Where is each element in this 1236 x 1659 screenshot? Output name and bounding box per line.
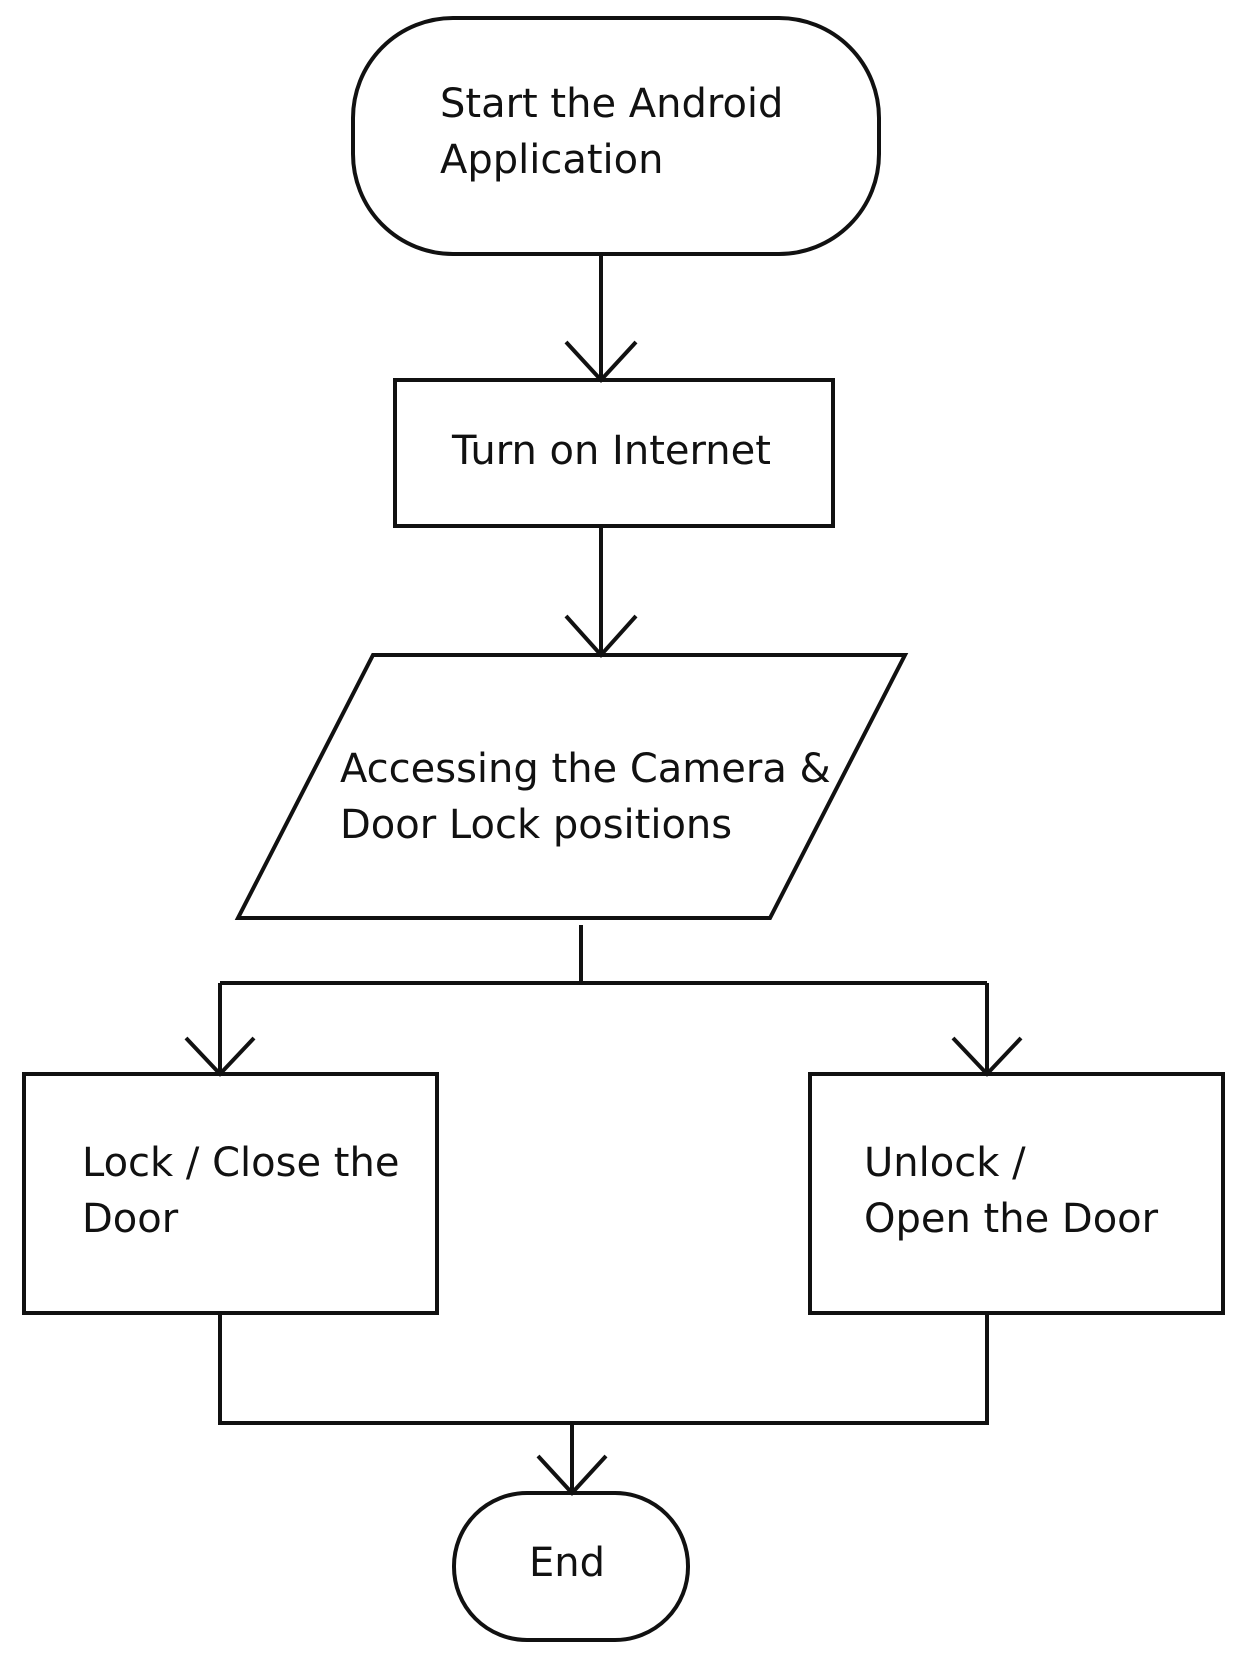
unlock-label-line2: Open the Door <box>864 1196 1159 1242</box>
unlock-label-line1: Unlock / <box>864 1140 1026 1186</box>
arrowhead-internet <box>564 340 638 383</box>
end-label-text: End <box>529 1540 606 1586</box>
arrowhead-access <box>564 614 638 658</box>
end-label: End <box>529 1535 605 1591</box>
internet-process-box <box>393 378 835 528</box>
lock-label-line2: Door <box>82 1196 179 1242</box>
unlock-label: Unlock / Open the Door <box>864 1135 1158 1247</box>
access-label: Accessing the Camera & Door Lock positio… <box>340 741 831 853</box>
access-io-parallelogram <box>234 653 909 920</box>
unlock-process-box <box>808 1072 1225 1315</box>
lock-label-line1: Lock / Close the <box>82 1140 400 1186</box>
access-label-line1: Accessing the Camera & <box>340 746 831 792</box>
start-terminator <box>351 16 881 256</box>
lock-label: Lock / Close the Door <box>82 1135 399 1247</box>
arrowhead-end <box>536 1454 608 1496</box>
start-label-line2: Application <box>440 137 664 183</box>
start-label-line1: Start the Android <box>440 81 784 127</box>
internet-label: Turn on Internet <box>452 423 771 479</box>
start-label: Start the Android Application <box>440 76 783 188</box>
lock-process-box <box>22 1072 439 1315</box>
arrowhead-lock <box>184 1036 256 1077</box>
internet-label-text: Turn on Internet <box>452 428 771 474</box>
arrowhead-unlock <box>951 1036 1023 1077</box>
access-label-line2: Door Lock positions <box>340 802 733 848</box>
connector-merge-to-end <box>218 1313 989 1425</box>
